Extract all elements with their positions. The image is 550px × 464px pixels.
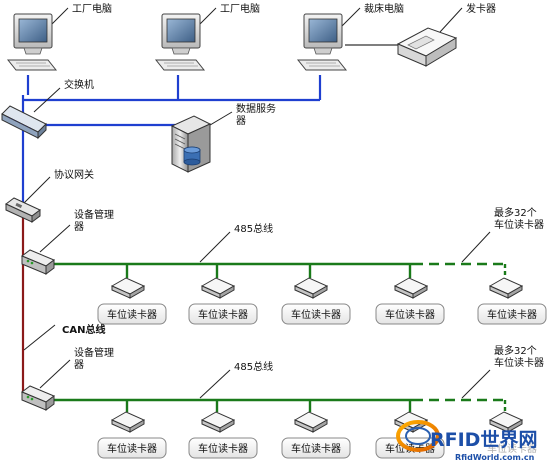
reader-label: 车位读卡器 — [107, 308, 157, 321]
reader-label: 车位读卡器 — [487, 308, 537, 321]
data-server-icon — [170, 115, 212, 173]
reader-device-icon — [200, 411, 236, 433]
reader-device-icon — [488, 411, 524, 433]
max-readers-1-label-text: 最多32个 — [494, 206, 537, 219]
max-readers-1-label: 最多32个车位读卡器 — [494, 206, 544, 231]
can-bus-line — [21, 217, 32, 400]
reader-label: 车位读卡器 — [487, 442, 537, 455]
device-manager-1-label-text-cont: 器 — [74, 221, 84, 233]
rs485-bus-2 — [48, 398, 507, 412]
device-manager-2-label: 设备管理器 — [74, 346, 114, 371]
rs485-bus-1 — [48, 262, 507, 278]
data-server-label-text: 数据服务 — [236, 102, 276, 115]
reader-device-icon — [488, 277, 524, 299]
cutting-pc-label: 裁床电脑 — [364, 2, 404, 15]
device-manager-1-icon — [21, 249, 55, 275]
watermark-brand: RFID世界网 — [430, 429, 537, 451]
reader-label: 车位读卡器 — [198, 442, 248, 455]
device-manager-2-icon — [21, 385, 55, 411]
max-readers-2-label-text: 最多32个 — [494, 344, 537, 357]
reader-labels-row-1: 车位读卡器 车位读卡器 车位读卡器 车位读卡器 车位读卡器 — [97, 303, 547, 325]
card-issuer-label: 发卡器 — [466, 2, 496, 15]
bus-485-1-label: 485总线 — [234, 222, 273, 235]
data-server-label: 数据服务器 — [236, 102, 276, 127]
device-manager-1-label-text: 设备管理 — [74, 208, 114, 221]
reader-label: 车位读卡器 — [385, 308, 435, 321]
reader-device-icon — [393, 277, 429, 299]
node-labels: 工厂电脑 工厂电脑 裁床电脑 发卡器 交换机 数据服务器 协议网关 设备管理器 … — [54, 2, 544, 373]
bus-485-2-label: 485总线 — [234, 360, 273, 373]
factory-pc-1-icon — [6, 13, 58, 71]
reader-device-icon — [200, 277, 236, 299]
card-issuer-icon — [396, 27, 458, 67]
protocol-gateway-label: 协议网关 — [54, 168, 94, 181]
rfid-world-watermark: RFID世界网 RfidWorld.com.cn — [396, 420, 537, 462]
factory-pc-2-icon — [154, 13, 206, 71]
reader-device-icon — [110, 277, 146, 299]
reader-device-icon — [293, 411, 329, 433]
max-readers-2-label-text-cont: 车位读卡器 — [494, 356, 544, 369]
ethernet-network — [21, 75, 322, 214]
switch-icon — [1, 105, 47, 140]
data-server-label-text-cont: 器 — [236, 115, 246, 127]
cutting-pc-icon — [296, 13, 348, 71]
device-manager-2-label-text-cont: 器 — [74, 359, 84, 371]
device-manager-2-label-text: 设备管理 — [74, 346, 114, 359]
reader-device-icon — [293, 277, 329, 299]
reader-row-1 — [110, 277, 524, 299]
protocol-gateway-icon — [5, 197, 41, 223]
reader-label: 车位读卡器 — [291, 442, 341, 455]
max-readers-1-label-text-cont: 车位读卡器 — [494, 218, 544, 231]
reader-label: 车位读卡器 — [107, 442, 157, 455]
switch-label: 交换机 — [64, 78, 94, 91]
reader-label: 车位读卡器 — [291, 308, 341, 321]
reader-label: 车位读卡器 — [198, 308, 248, 321]
leader-lines — [23, 7, 491, 399]
device-manager-1-label: 设备管理器 — [74, 208, 114, 233]
max-readers-2-label: 最多32个车位读卡器 — [494, 344, 544, 369]
reader-device-icon — [110, 411, 146, 433]
factory-pc-1-label: 工厂电脑 — [72, 2, 112, 15]
factory-pc-2-label: 工厂电脑 — [220, 2, 260, 15]
watermark-url: RfidWorld.com.cn — [455, 453, 535, 462]
can-bus-label: CAN总线 — [62, 323, 105, 336]
